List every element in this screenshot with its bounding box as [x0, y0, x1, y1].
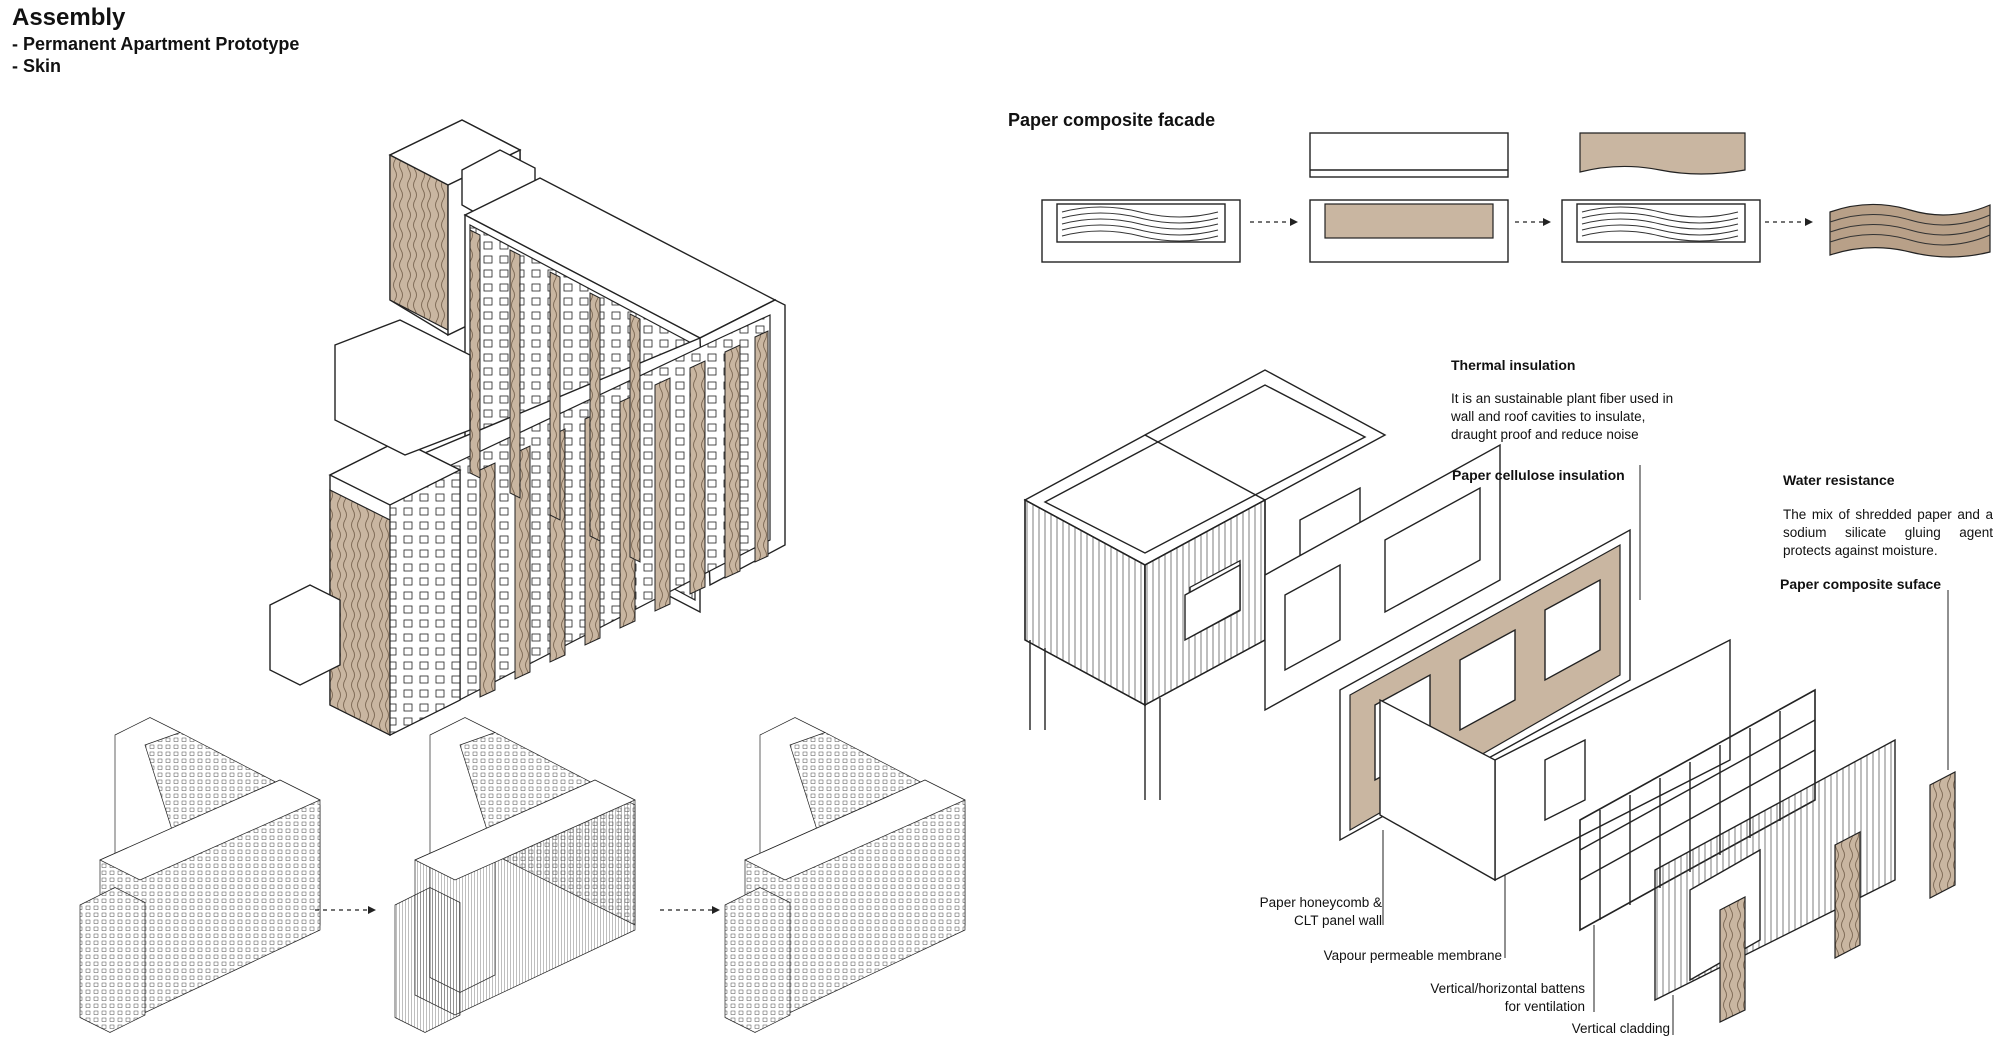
facade-arrow-3 [1765, 218, 1813, 226]
battens-label-line2: for ventilation [1504, 999, 1585, 1014]
vapour-membrane-label: Vapour permeable membrane [1323, 948, 1502, 963]
facade-step-fill [1309, 132, 1509, 263]
sequence-building-1 [79, 717, 321, 1033]
battens-label-line1: Vertical/horizontal battens [1430, 981, 1585, 996]
sequence-arrow-2 [660, 906, 720, 914]
facade-arrow-2 [1515, 218, 1551, 226]
composite-surface-label: Paper composite suface [1780, 576, 1942, 592]
page-title: Assembly [12, 4, 126, 31]
vertical-cladding-label: Vertical cladding [1571, 1021, 1670, 1036]
sequence-building-2 [394, 717, 636, 1033]
module-frame [1023, 369, 1387, 800]
composite-tiles [1719, 771, 1956, 1023]
sequence-arrow-1 [315, 906, 376, 914]
honeycomb-label-line2: CLT panel wall [1293, 913, 1382, 928]
cellulose-label: Paper cellulose insulation [1452, 467, 1625, 483]
honeycomb-label-line1: Paper honeycomb & [1259, 895, 1382, 910]
water-resistance-title: Water resistance [1783, 472, 1895, 488]
main-building [269, 119, 786, 736]
facade-step-panel [1829, 203, 1991, 258]
facade-heading: Paper composite facade [1008, 110, 1216, 130]
water-resistance-text: The mix of shredded paper and a sodium s… [1783, 507, 1993, 558]
sequence-building-3 [724, 717, 966, 1033]
facade-step-mold [1041, 199, 1241, 263]
clt-panel [1264, 443, 1501, 712]
thermal-insulation-title: Thermal insulation [1451, 357, 1576, 373]
facade-step-press [1561, 132, 1761, 263]
subtitle-skin: - Skin [12, 56, 62, 76]
thermal-insulation-text: It is an sustainable plant fiber used in… [1451, 391, 1674, 442]
vapour-membrane [1379, 638, 1731, 882]
subtitle-prototype: - Permanent Apartment Prototype [12, 34, 300, 54]
facade-arrow-1 [1250, 218, 1298, 226]
leader-lines [1382, 465, 1949, 1035]
